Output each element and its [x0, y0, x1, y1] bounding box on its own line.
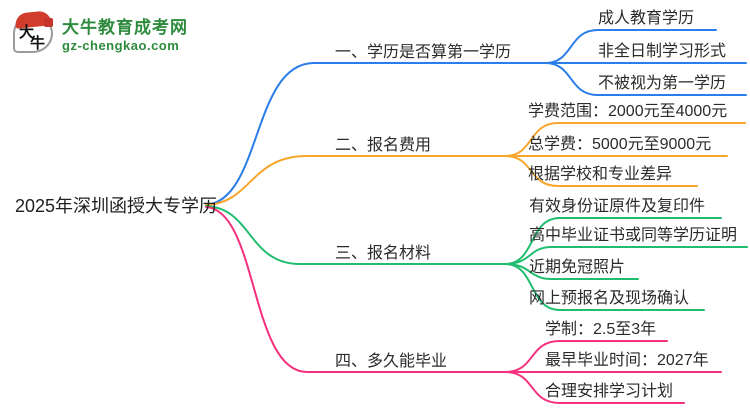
branch-3-child-2: 高中毕业证书或同等学历证明: [529, 227, 738, 244]
branch-2-lines: [205, 122, 746, 206]
branch-2-label: 二、报名费用: [335, 137, 432, 154]
logo-bull-icon: 大 牛: [13, 10, 55, 54]
branch-2-child-3: 根据学校和专业差异: [528, 166, 673, 183]
logo-char: 大: [19, 24, 35, 41]
branch-3-child-4: 网上预报名及现场确认: [529, 290, 690, 307]
branch-3-child-3: 近期免冠照片: [529, 259, 626, 276]
branch-4-child-3: 合理安排学习计划: [545, 383, 674, 400]
logo-char: 牛: [30, 35, 46, 52]
branch-1-child-1: 成人教育学历: [598, 10, 695, 27]
logo-seal-icon: [44, 18, 53, 27]
branch-2-child-2: 总学费：5000元至9000元: [528, 136, 712, 153]
branch-4-child-1: 学制：2.5至3年: [545, 321, 657, 338]
branch-4-label: 四、多久能毕业: [335, 353, 448, 370]
branch-3-label: 三、报名材料: [335, 245, 432, 262]
site-logo: 大 牛 大牛教育成考网 gz-chengkao.com: [13, 10, 188, 54]
branch-4-lines: [205, 206, 722, 404]
site-url: gz-chengkao.com: [62, 38, 180, 53]
branch-3-lines: [205, 205, 748, 311]
site-name: 大牛教育成考网: [62, 18, 188, 37]
branch-3-child-1: 有效身份证原件及复印件: [529, 198, 706, 215]
branch-1-lines: [205, 29, 747, 206]
root-topic: 2025年深圳函授大专学历: [15, 196, 218, 216]
branch-1-label: 一、学历是否算第一学历: [335, 44, 512, 61]
branch-1-child-3: 不被视为第一学历: [598, 75, 727, 92]
branch-4-child-2: 最早毕业时间：2027年: [545, 352, 709, 369]
branch-1-child-2: 非全日制学习形式: [598, 43, 727, 60]
branch-2-child-1: 学费范围：2000元至4000元: [528, 103, 728, 120]
